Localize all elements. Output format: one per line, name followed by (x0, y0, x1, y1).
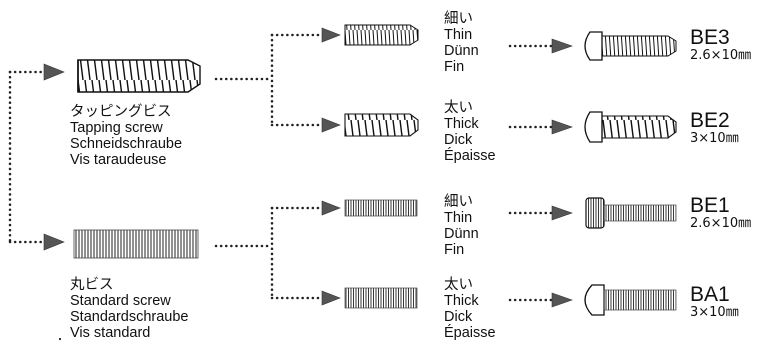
label-line: Thin (444, 210, 473, 226)
variant-label-thick-tapping: 太い Thick Dick Épaisse (444, 100, 496, 164)
label-line: Standard screw (70, 293, 171, 309)
label-line: 太い (444, 100, 473, 116)
size-label: 3×10㎜ (690, 305, 739, 320)
variant-label-thin-tapping: 細い Thin Dünn Fin (444, 11, 479, 75)
arrow-icon (321, 117, 341, 133)
code-ba1: BA1 3×10㎜ (690, 283, 739, 320)
code-be2: BE2 3×10㎜ (690, 109, 739, 146)
label-line: Fin (444, 59, 465, 75)
pan-head-tapping-screw-thick-icon (584, 111, 677, 143)
size-label: 2.6×10㎜ (690, 48, 752, 63)
code-label: BE1 (690, 194, 730, 217)
thick-tapping-screw-icon (344, 113, 419, 137)
label-line: Épaisse (444, 148, 496, 164)
arrow-icon (551, 119, 573, 135)
variant-label-thin-standard: 細い Thin Dünn Fin (444, 194, 479, 258)
label-line: Dick (444, 132, 473, 148)
tapping-screw-label: タッピングビス Tapping screw Schneidschraube Vi… (70, 104, 182, 168)
label-line: Vis taraudeuse (70, 152, 167, 168)
label-line: 太い (444, 277, 473, 293)
stray-dot (58, 337, 62, 341)
size-label: 3×10㎜ (690, 131, 739, 146)
label-line: 細い (444, 194, 473, 210)
label-line: Épaisse (444, 325, 496, 341)
label-line: Thin (444, 27, 473, 43)
code-label: BA1 (690, 283, 730, 306)
variant-label-thick-standard: 太い Thick Dick Épaisse (444, 277, 496, 341)
label-line: Standardschraube (70, 309, 189, 325)
pan-head-tapping-screw-icon (584, 31, 677, 61)
label-line: Dünn (444, 226, 479, 242)
label-line: 細い (444, 11, 473, 27)
label-line: Tapping screw (70, 120, 163, 136)
code-label: BE2 (690, 109, 730, 132)
standard-screw-icon (73, 229, 199, 259)
label-line: Dünn (444, 43, 479, 59)
label-line: 丸ビス (70, 277, 114, 293)
size-label: 2.6×10㎜ (690, 216, 752, 231)
label-line: Vis standard (70, 325, 151, 341)
arrow-icon (321, 290, 341, 306)
arrow-icon (551, 38, 573, 54)
arrow-icon (551, 205, 573, 221)
label-line: Dick (444, 309, 473, 325)
cap-head-screw-icon (585, 197, 677, 229)
code-label: BE3 (690, 26, 730, 49)
label-line: Thick (444, 116, 479, 132)
label-line: Schneidschraube (70, 136, 183, 152)
arrow-icon (43, 233, 65, 251)
tapping-screw-icon (77, 59, 201, 93)
round-head-screw-icon (584, 284, 677, 316)
arrow-icon (551, 292, 573, 308)
thick-standard-screw-icon (344, 287, 418, 309)
label-line: タッピングビス (70, 104, 172, 120)
arrow-icon (43, 63, 65, 81)
arrowheads (43, 27, 573, 308)
label-line: Fin (444, 242, 465, 258)
code-be1: BE1 2.6×10㎜ (690, 194, 752, 231)
code-be3: BE3 2.6×10㎜ (690, 26, 752, 63)
thin-standard-screw-icon (344, 199, 418, 217)
standard-screw-label: 丸ビス Standard screw Standardschraube Vis … (70, 277, 189, 341)
thin-tapping-screw-icon (344, 24, 419, 46)
connector-lines (8, 33, 554, 302)
arrow-icon (321, 27, 341, 43)
arrow-icon (321, 200, 341, 216)
label-line: Thick (444, 293, 479, 309)
